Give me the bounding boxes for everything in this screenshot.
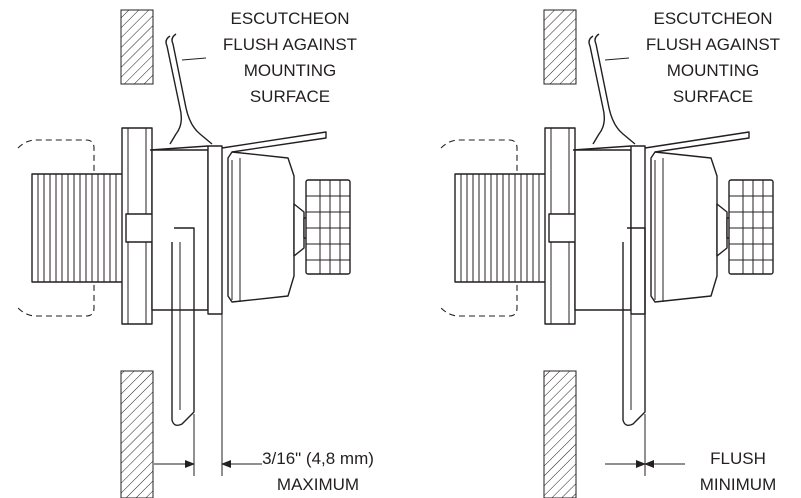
right-lower-wall xyxy=(543,370,577,498)
right-callout-line-2: FLUSH AGAINST xyxy=(646,35,780,54)
right-callout-line-1: ESCUTCHEON xyxy=(653,9,772,28)
left-threaded-nipple xyxy=(31,173,125,283)
right-upper-wall xyxy=(543,9,577,85)
left-sprinkler-body xyxy=(227,151,295,303)
left-lower-escutcheon xyxy=(171,227,195,427)
right-threaded-nipple xyxy=(454,173,548,283)
right-dimension-note: MINIMUM xyxy=(700,475,776,494)
left-callout-line-4: SURFACE xyxy=(250,87,330,106)
right-callout-line-3: MOUNTING xyxy=(667,61,760,80)
right-deflector-fins xyxy=(728,179,774,275)
right-lower-escutcheon xyxy=(622,227,646,427)
right-callout-line-4: SURFACE xyxy=(673,87,753,106)
right-cup xyxy=(630,145,646,315)
left-upper-wall xyxy=(120,9,154,85)
left-deflector-arm xyxy=(221,131,327,153)
left-callout-line-3: MOUNTING xyxy=(244,61,337,80)
right-dimension-value: FLUSH xyxy=(710,449,766,468)
right-callout-leader xyxy=(604,57,630,61)
left-lower-wall xyxy=(120,370,154,498)
left-callout-line-1: ESCUTCHEON xyxy=(230,9,349,28)
left-callout-line-2: FLUSH AGAINST xyxy=(223,35,357,54)
left-callout-leader xyxy=(181,57,207,61)
left-dimension-note: MAXIMUM xyxy=(277,475,359,494)
left-view: ESCUTCHEON FLUSH AGAINST MOUNTING SURFAC… xyxy=(17,9,374,498)
right-view: ESCUTCHEON FLUSH AGAINST MOUNTING SURFAC… xyxy=(440,9,780,498)
right-sprinkler-body xyxy=(650,151,718,303)
right-deflector-arm xyxy=(644,131,750,153)
left-deflector-fins xyxy=(305,179,351,275)
left-cup xyxy=(207,145,223,315)
left-dimension-value: 3/16" (4,8 mm) xyxy=(262,449,374,468)
